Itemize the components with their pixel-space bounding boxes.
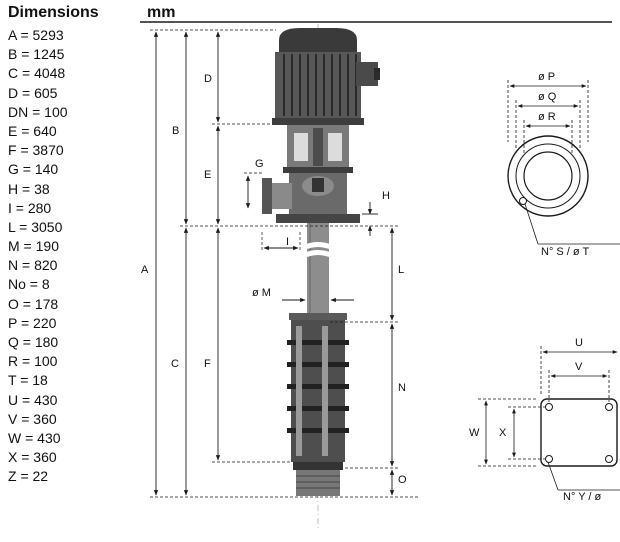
dim-m: M = 190 xyxy=(8,238,59,255)
dim-c: C = 4048 xyxy=(8,65,66,82)
dim-dn: DN = 100 xyxy=(8,103,68,120)
label-x: X xyxy=(499,427,507,439)
dim-a: A = 5293 xyxy=(8,27,64,43)
base-plate-view xyxy=(478,346,620,491)
label-f: F xyxy=(204,358,211,370)
dim-n: N = 820 xyxy=(8,257,58,274)
dim-h: H = 38 xyxy=(8,180,50,197)
dim-p: P = 220 xyxy=(8,314,57,331)
dimension-labels: A B C D E F G H I L ø M N O ø P ø Q ø R … xyxy=(141,71,602,503)
dim-i: I = 280 xyxy=(8,199,52,216)
dim-w: W = 430 xyxy=(8,429,61,446)
dim-t: T = 18 xyxy=(8,372,48,389)
label-e: E xyxy=(204,169,211,181)
label-d: D xyxy=(204,73,212,85)
dim-l: L = 3050 xyxy=(8,218,63,235)
label-n: N xyxy=(398,382,406,394)
dim-e: E = 640 xyxy=(8,122,57,139)
label-st: N° S / ø T xyxy=(541,246,589,258)
dim-x: X = 360 xyxy=(8,449,57,466)
label-o: O xyxy=(398,474,407,486)
dim-r: R = 100 xyxy=(8,353,58,370)
dim-f: F = 3870 xyxy=(8,142,64,159)
dim-b: B = 1245 xyxy=(8,46,65,63)
dim-v: V = 360 xyxy=(8,410,57,427)
pump-illustration xyxy=(262,28,380,496)
label-u: U xyxy=(575,337,583,349)
label-g: G xyxy=(255,158,264,170)
dimensions-title: Dimensions xyxy=(8,4,99,21)
flange-view xyxy=(507,80,620,245)
dim-q: Q = 180 xyxy=(8,334,59,350)
label-m: ø M xyxy=(252,287,271,299)
dim-g: G = 140 xyxy=(8,161,59,178)
label-yz: N° Y / ø xyxy=(563,491,602,503)
dim-d: D = 605 xyxy=(8,84,58,101)
label-r: ø R xyxy=(538,111,556,123)
dim-z: Z = 22 xyxy=(8,468,49,485)
unit-label: mm xyxy=(147,4,176,21)
label-h: H xyxy=(382,190,390,202)
label-v: V xyxy=(575,361,583,373)
label-l: L xyxy=(398,264,404,276)
label-q: ø Q xyxy=(538,91,557,103)
dimension-list: A = 5293 B = 1245 C = 4048 D = 605 DN = … xyxy=(8,26,68,487)
label-p: ø P xyxy=(538,71,555,83)
dim-u: U = 430 xyxy=(8,391,58,408)
label-b: B xyxy=(172,125,179,137)
label-a: A xyxy=(141,264,149,276)
label-w: W xyxy=(469,427,480,439)
label-c: C xyxy=(171,358,179,370)
dim-o: O = 178 xyxy=(8,295,59,312)
dim-no: No = 8 xyxy=(8,276,50,293)
label-i: I xyxy=(286,236,289,248)
